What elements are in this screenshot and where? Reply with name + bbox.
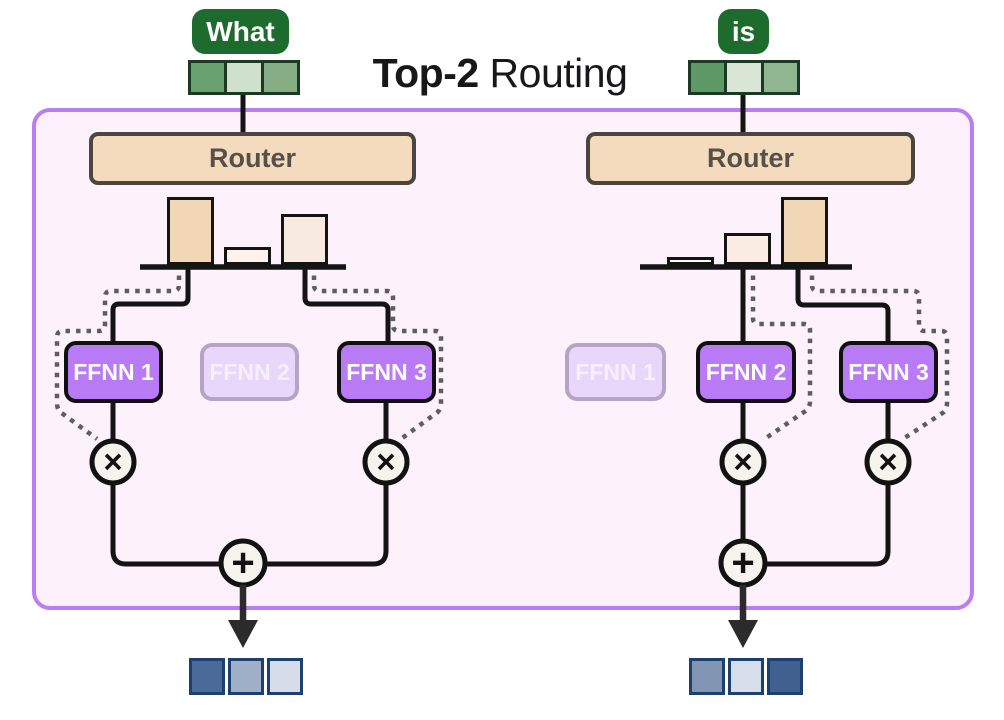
multiply-to-add-u1-right [265,483,389,567]
embedding-cell [760,63,797,92]
router-box-left: Router [89,132,416,185]
multiply-circle-u2e3 [864,438,912,486]
title-rest: Routing [478,50,628,96]
multiply-symbol: × [376,443,395,480]
embedding-cell [224,63,261,92]
embedding-cell [260,63,297,92]
output-embedding-is [689,658,803,695]
router-weight-bar [224,247,271,265]
embedding-cell [691,63,725,92]
embedding-cell [724,63,761,92]
router-weights-chart-left [167,197,328,265]
title-highlight: Top-2 [372,50,480,96]
route-unit2-expert3 [795,264,891,345]
token-chip-is: is [718,9,769,54]
embedding-cell [767,658,803,695]
dotted-route-unit1-expert3 [311,265,444,441]
router-weights-chart-right [667,197,828,265]
output-embedding-what [189,658,303,695]
multiply-circle-u2e2 [719,438,767,486]
output-arrow-head-u2 [728,620,758,648]
dotted-route-unit2-expert3 [809,265,950,441]
routing-panel [32,108,974,610]
embedding-cell [191,63,225,92]
router-weight-bar [781,197,828,265]
ffnn-2-right: FFNN 2 [696,341,796,403]
multiply-circle-u1e3 [362,438,410,486]
multiply-symbol: × [103,443,122,480]
route-unit1-expert3 [302,264,391,345]
output-arrow-head-u1 [228,620,258,648]
router-weight-bar [667,257,714,265]
embedding-cell [228,658,264,695]
ffnn-1-right-inactive: FFNN 1 [565,343,666,401]
token-embedding-is [688,60,800,95]
multiply-circle-u1e1 [89,438,137,486]
add-symbol: + [231,541,254,585]
multiply-to-add-u1-left [110,483,221,567]
token-embedding-what [188,60,300,95]
router-weight-bar [167,197,214,265]
multiply-to-add-u2-right [766,483,891,567]
multiply-symbol: × [733,443,752,480]
token-chip-what: What [192,9,289,54]
embedding-cell [267,658,303,695]
add-symbol: + [731,541,754,585]
ffnn-3-right: FFNN 3 [839,341,938,403]
router-weight-bar [724,233,771,265]
router-box-right: Router [586,132,915,185]
embedding-cell [189,658,225,695]
router-weight-bar [281,214,328,265]
ffnn-2-left-inactive: FFNN 2 [200,343,299,401]
ffnn-1-left: FFNN 1 [64,341,163,403]
embedding-cell [689,658,725,695]
route-unit1-expert1 [110,264,191,345]
diagram-title: Top-2 Routing [318,50,682,97]
ffnn-3-left: FFNN 3 [337,341,436,403]
multiply-symbol: × [878,443,897,480]
embedding-cell [728,658,764,695]
